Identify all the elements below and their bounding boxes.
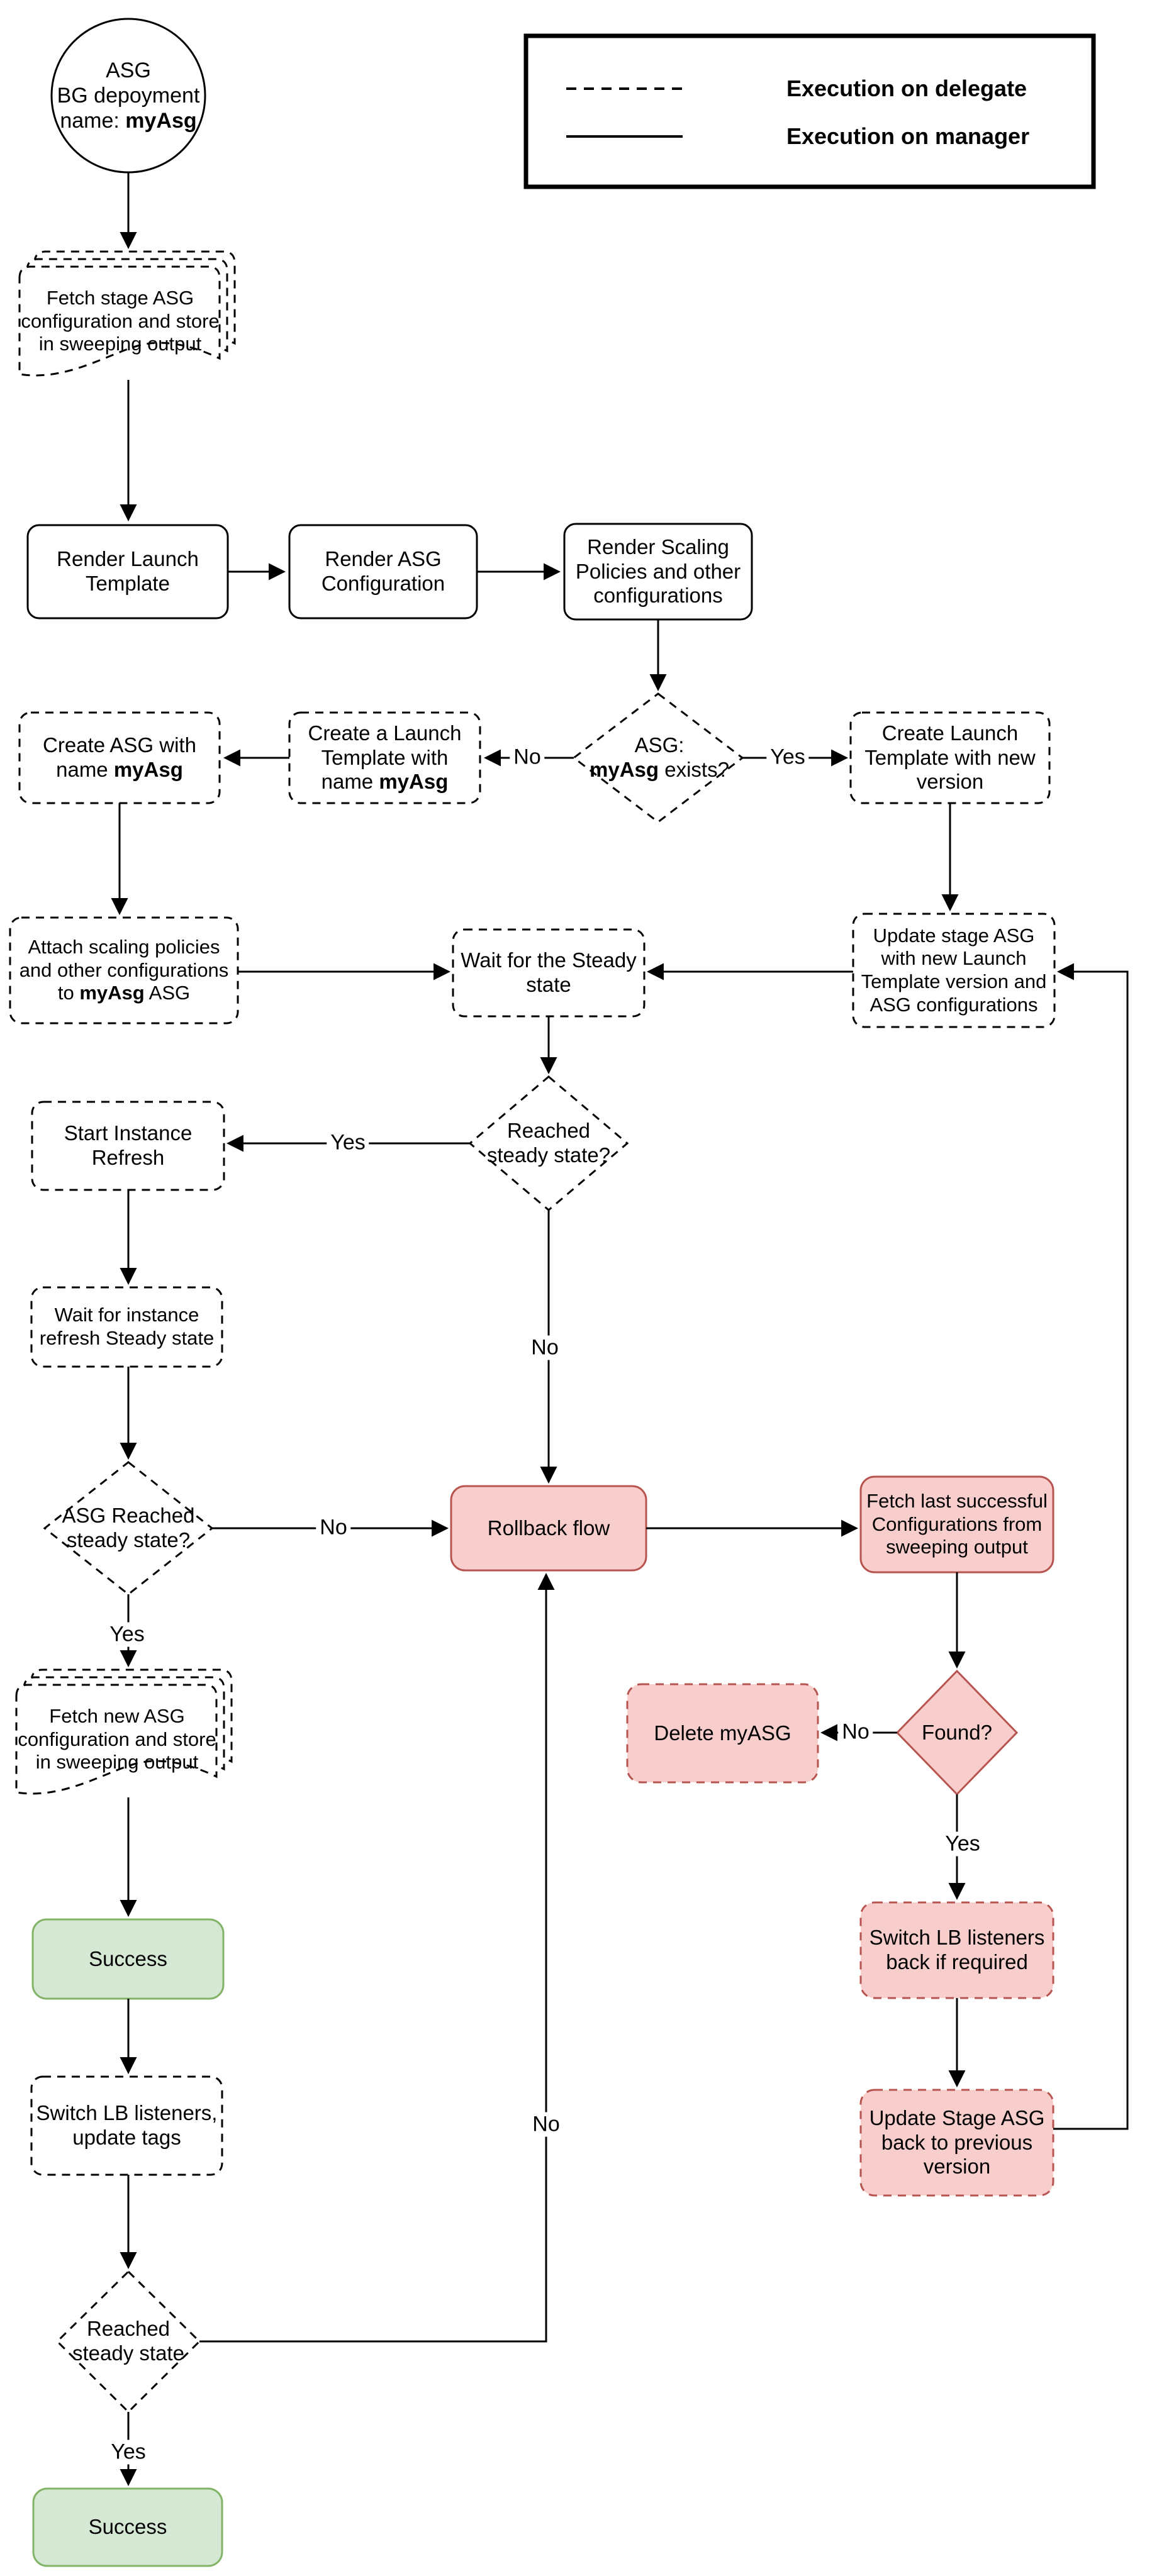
reached-steady-final-decision-label: Reached steady state bbox=[72, 2317, 184, 2365]
edge-update-back-to-update-stage bbox=[1053, 963, 1129, 2130]
update-stage-back-shape bbox=[859, 2089, 1054, 2197]
fetch-stage-doc-label: Fetch stage ASG configuration and store … bbox=[21, 287, 220, 355]
create-asg-label: Create ASG with name myAsg bbox=[43, 733, 196, 781]
found-decision-label: Found? bbox=[922, 1720, 992, 1744]
switch-lb-back-label: Switch LB listeners back if required bbox=[869, 1926, 1045, 1974]
fetch-new-doc-shape bbox=[15, 1668, 233, 1795]
delete-myasg-shape bbox=[626, 1683, 819, 1784]
success-bottom-shape bbox=[32, 2487, 223, 2567]
switch-lb-listeners-shape bbox=[30, 2075, 223, 2176]
edge-label-final-no: No bbox=[528, 2112, 564, 2137]
update-stage-back-label: Update Stage ASG back to previous versio… bbox=[869, 2106, 1045, 2179]
switch-lb-back-shape bbox=[859, 1901, 1054, 1999]
create-launch-template-new-label: Create Launch Template with new version bbox=[864, 721, 1036, 794]
edge-label-steady-yes: Yes bbox=[327, 1130, 369, 1155]
edge-label-asg-steady-yes: Yes bbox=[106, 1622, 148, 1647]
start-circle-label: ASG BG depoyment name: myAsg bbox=[57, 58, 200, 133]
asg-reached-steady-decision-label: ASG Reached steady state? bbox=[62, 1504, 195, 1552]
edge-final-no-to-rollback bbox=[199, 1572, 555, 2343]
success-bottom-label: Success bbox=[88, 2515, 167, 2539]
start-instance-refresh-label: Start Instance Refresh bbox=[64, 1121, 193, 1169]
wait-instance-refresh-label: Wait for instance refresh Steady state bbox=[39, 1304, 215, 1349]
rollback-flow-label: Rollback flow bbox=[487, 1516, 610, 1540]
edge-label-found-yes: Yes bbox=[941, 1831, 984, 1857]
create-launch-template-named-label: Create a Launch Template with name myAsg bbox=[308, 721, 462, 794]
legend-delegate-label: Execution on delegate bbox=[786, 75, 1027, 101]
edge-label-exists-yes: Yes bbox=[766, 745, 809, 770]
legend-manager-label: Execution on manager bbox=[786, 123, 1030, 149]
attach-scaling-label: Attach scaling policies and other config… bbox=[19, 936, 229, 1004]
edge-label-exists-no: No bbox=[510, 745, 545, 770]
edge-label-final-yes: Yes bbox=[107, 2440, 150, 2465]
edge-label-steady-no: No bbox=[527, 1335, 562, 1360]
fetch-stage-doc-shape bbox=[18, 250, 236, 377]
edge-label-asg-steady-no: No bbox=[316, 1515, 351, 1540]
render-scaling-policies-label: Render Scaling Policies and other config… bbox=[575, 535, 741, 608]
render-asg-configuration-label: Render ASG Configuration bbox=[321, 547, 445, 595]
update-stage-asg-label: Update stage ASG with new Launch Templat… bbox=[861, 924, 1047, 1016]
wait-instance-refresh-shape bbox=[30, 1286, 223, 1368]
attach-scaling-shape bbox=[9, 916, 239, 1024]
update-stage-asg-shape bbox=[852, 913, 1056, 1028]
delete-myasg-label: Delete myASG bbox=[654, 1721, 791, 1745]
render-launch-template-label: Render Launch Template bbox=[57, 547, 199, 595]
success-top-label: Success bbox=[89, 1946, 167, 1970]
asg-exists-decision-shape bbox=[572, 692, 744, 823]
reached-steady-final-decision-shape bbox=[55, 2270, 201, 2414]
switch-lb-listeners-label: Switch LB listeners, update tags bbox=[36, 2101, 218, 2149]
edge-label-found-no: No bbox=[838, 1719, 873, 1745]
fetch-new-doc-label: Fetch new ASG configuration and store in… bbox=[18, 1705, 216, 1774]
wait-steady-label: Wait for the Steady state bbox=[461, 948, 637, 996]
fetch-last-successful-label: Fetch last successful Configurations fro… bbox=[866, 1490, 1048, 1558]
legend-box bbox=[523, 33, 1096, 189]
reached-steady-decision-label: Reached steady state? bbox=[486, 1119, 611, 1167]
asg-reached-steady-decision-shape bbox=[43, 1461, 214, 1596]
create-launch-template-named-shape bbox=[288, 711, 481, 804]
asg-exists-decision-label: ASG: myAsg exists? bbox=[590, 733, 729, 781]
